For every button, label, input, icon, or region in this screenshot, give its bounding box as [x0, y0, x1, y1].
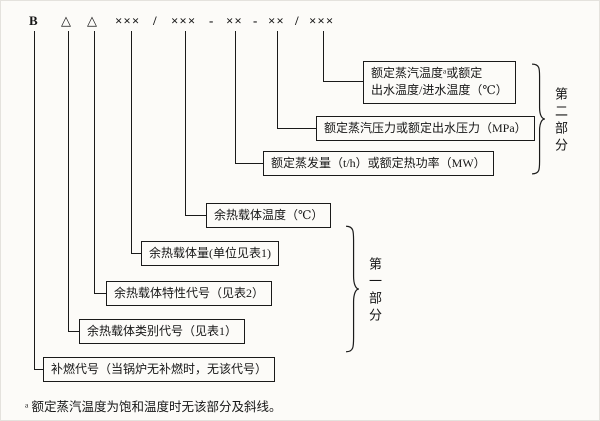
label-box-medium-temperature: 余热载体温度（℃）	[206, 203, 332, 229]
connector-line	[34, 31, 35, 369]
connector-line	[277, 31, 278, 128]
connector-line	[185, 31, 186, 215]
code-symbol-xx2: ××	[268, 13, 285, 28]
code-symbol-dash1: -	[209, 13, 215, 28]
label-box-rated-evaporation: 额定蒸发量（t/h）或额定热功率（MW）	[263, 151, 494, 177]
code-symbol-triangle2: △	[87, 13, 98, 28]
footnote: ᵃ 额定蒸汽温度为饱和温度时无该部分及斜线。	[25, 400, 282, 414]
code-symbol-xxx2: ×××	[171, 13, 197, 28]
label-box-rated-steam-temp: 额定蒸汽温度ᵃ或额定 出水温度/进水温度（℃）	[363, 61, 516, 104]
connector-line	[131, 253, 141, 254]
connector-line	[235, 31, 236, 163]
connector-line	[68, 331, 79, 332]
code-symbol-xx1: ××	[226, 13, 243, 28]
code-symbol-dash2: -	[253, 13, 259, 28]
label-box-medium-characteristic: 余热载体特性代号（见表2）	[106, 281, 273, 307]
code-symbol-slash1: /	[153, 13, 158, 28]
connector-line	[323, 31, 324, 81]
code-symbol-xxx3: ×××	[309, 13, 335, 28]
connector-line	[68, 31, 69, 331]
code-symbol-triangle1: △	[61, 13, 72, 28]
connector-line	[34, 369, 43, 370]
label-box-supplementary-firing: 补燃代号（当锅炉无补燃时，无该代号）	[43, 357, 276, 383]
label-box-medium-category: 余热载体类别代号（见表1）	[79, 319, 246, 345]
label-line1: 额定蒸汽温度ᵃ或额定	[371, 66, 483, 80]
connector-line	[235, 163, 263, 164]
connector-line	[131, 31, 132, 253]
connector-line	[185, 215, 206, 216]
label-box-medium-quantity: 余热载体量(单位见表1)	[141, 241, 279, 267]
code-symbol-slash2: /	[295, 13, 300, 28]
code-symbol-xxx1: ×××	[115, 13, 141, 28]
connector-line	[94, 293, 106, 294]
label-box-rated-steam-pressure: 额定蒸汽压力或额定出水压力（MPa）	[316, 116, 535, 142]
connector-line	[323, 81, 363, 82]
connector-line	[94, 31, 95, 293]
code-symbol-b: B	[29, 13, 39, 28]
group-label-part2: 第二部分	[553, 87, 568, 155]
group-label-part1: 第一部分	[367, 257, 382, 325]
label-line2: 出水温度/进水温度（℃）	[371, 83, 508, 98]
connector-line	[277, 128, 316, 129]
curly-brace-part1-icon	[345, 225, 360, 353]
curly-brace-part2-icon	[531, 63, 546, 175]
